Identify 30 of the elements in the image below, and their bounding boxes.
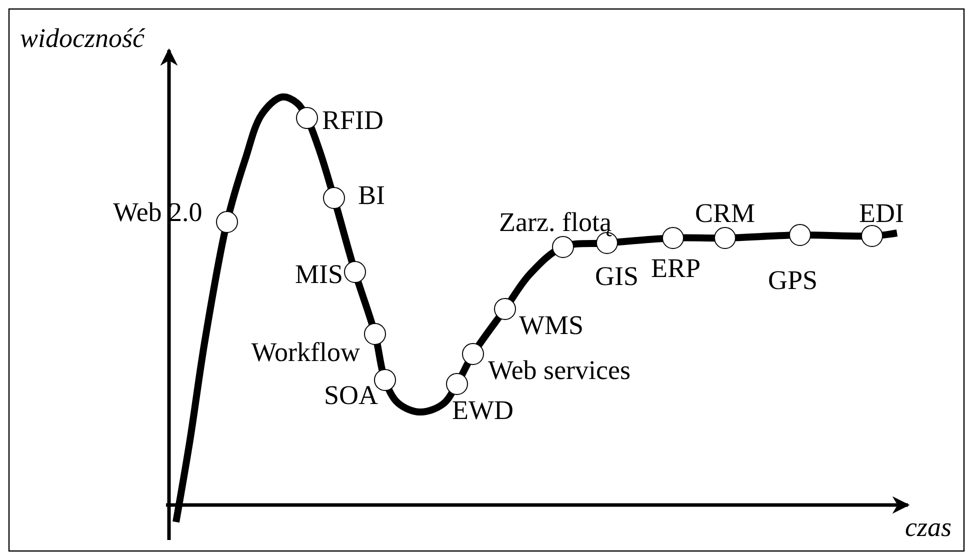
point-label: RFID: [322, 105, 384, 135]
axis-title: widoczność: [20, 23, 144, 53]
axis-title: czas: [905, 512, 952, 542]
point-label: ERP: [651, 253, 701, 283]
point-marker: [344, 261, 366, 283]
point-label: Web services: [488, 355, 631, 385]
point-marker: [446, 373, 468, 395]
point-label: GPS: [768, 265, 818, 295]
point-label: EDI: [859, 198, 904, 228]
point-marker: [662, 227, 684, 249]
point-marker: [296, 107, 318, 129]
point-marker: [462, 343, 484, 365]
point-label: BI: [358, 180, 385, 210]
point-label: CRM: [695, 198, 756, 228]
point-marker: [714, 227, 736, 249]
point-marker: [552, 236, 574, 258]
point-label: MIS: [294, 259, 343, 289]
point-marker: [323, 187, 345, 209]
point-label: Web 2.0: [113, 197, 202, 227]
point-marker: [789, 224, 811, 246]
point-marker: [861, 225, 883, 247]
point-marker: [216, 211, 238, 233]
point-label: EWD: [452, 395, 514, 425]
point-label: SOA: [324, 380, 378, 410]
point-marker: [494, 298, 516, 320]
point-label: GIS: [595, 261, 639, 291]
point-label: WMS: [519, 310, 584, 340]
point-label: Zarz. flotą: [499, 207, 612, 237]
point-marker: [364, 323, 386, 345]
point-label: Workflow: [251, 337, 360, 367]
